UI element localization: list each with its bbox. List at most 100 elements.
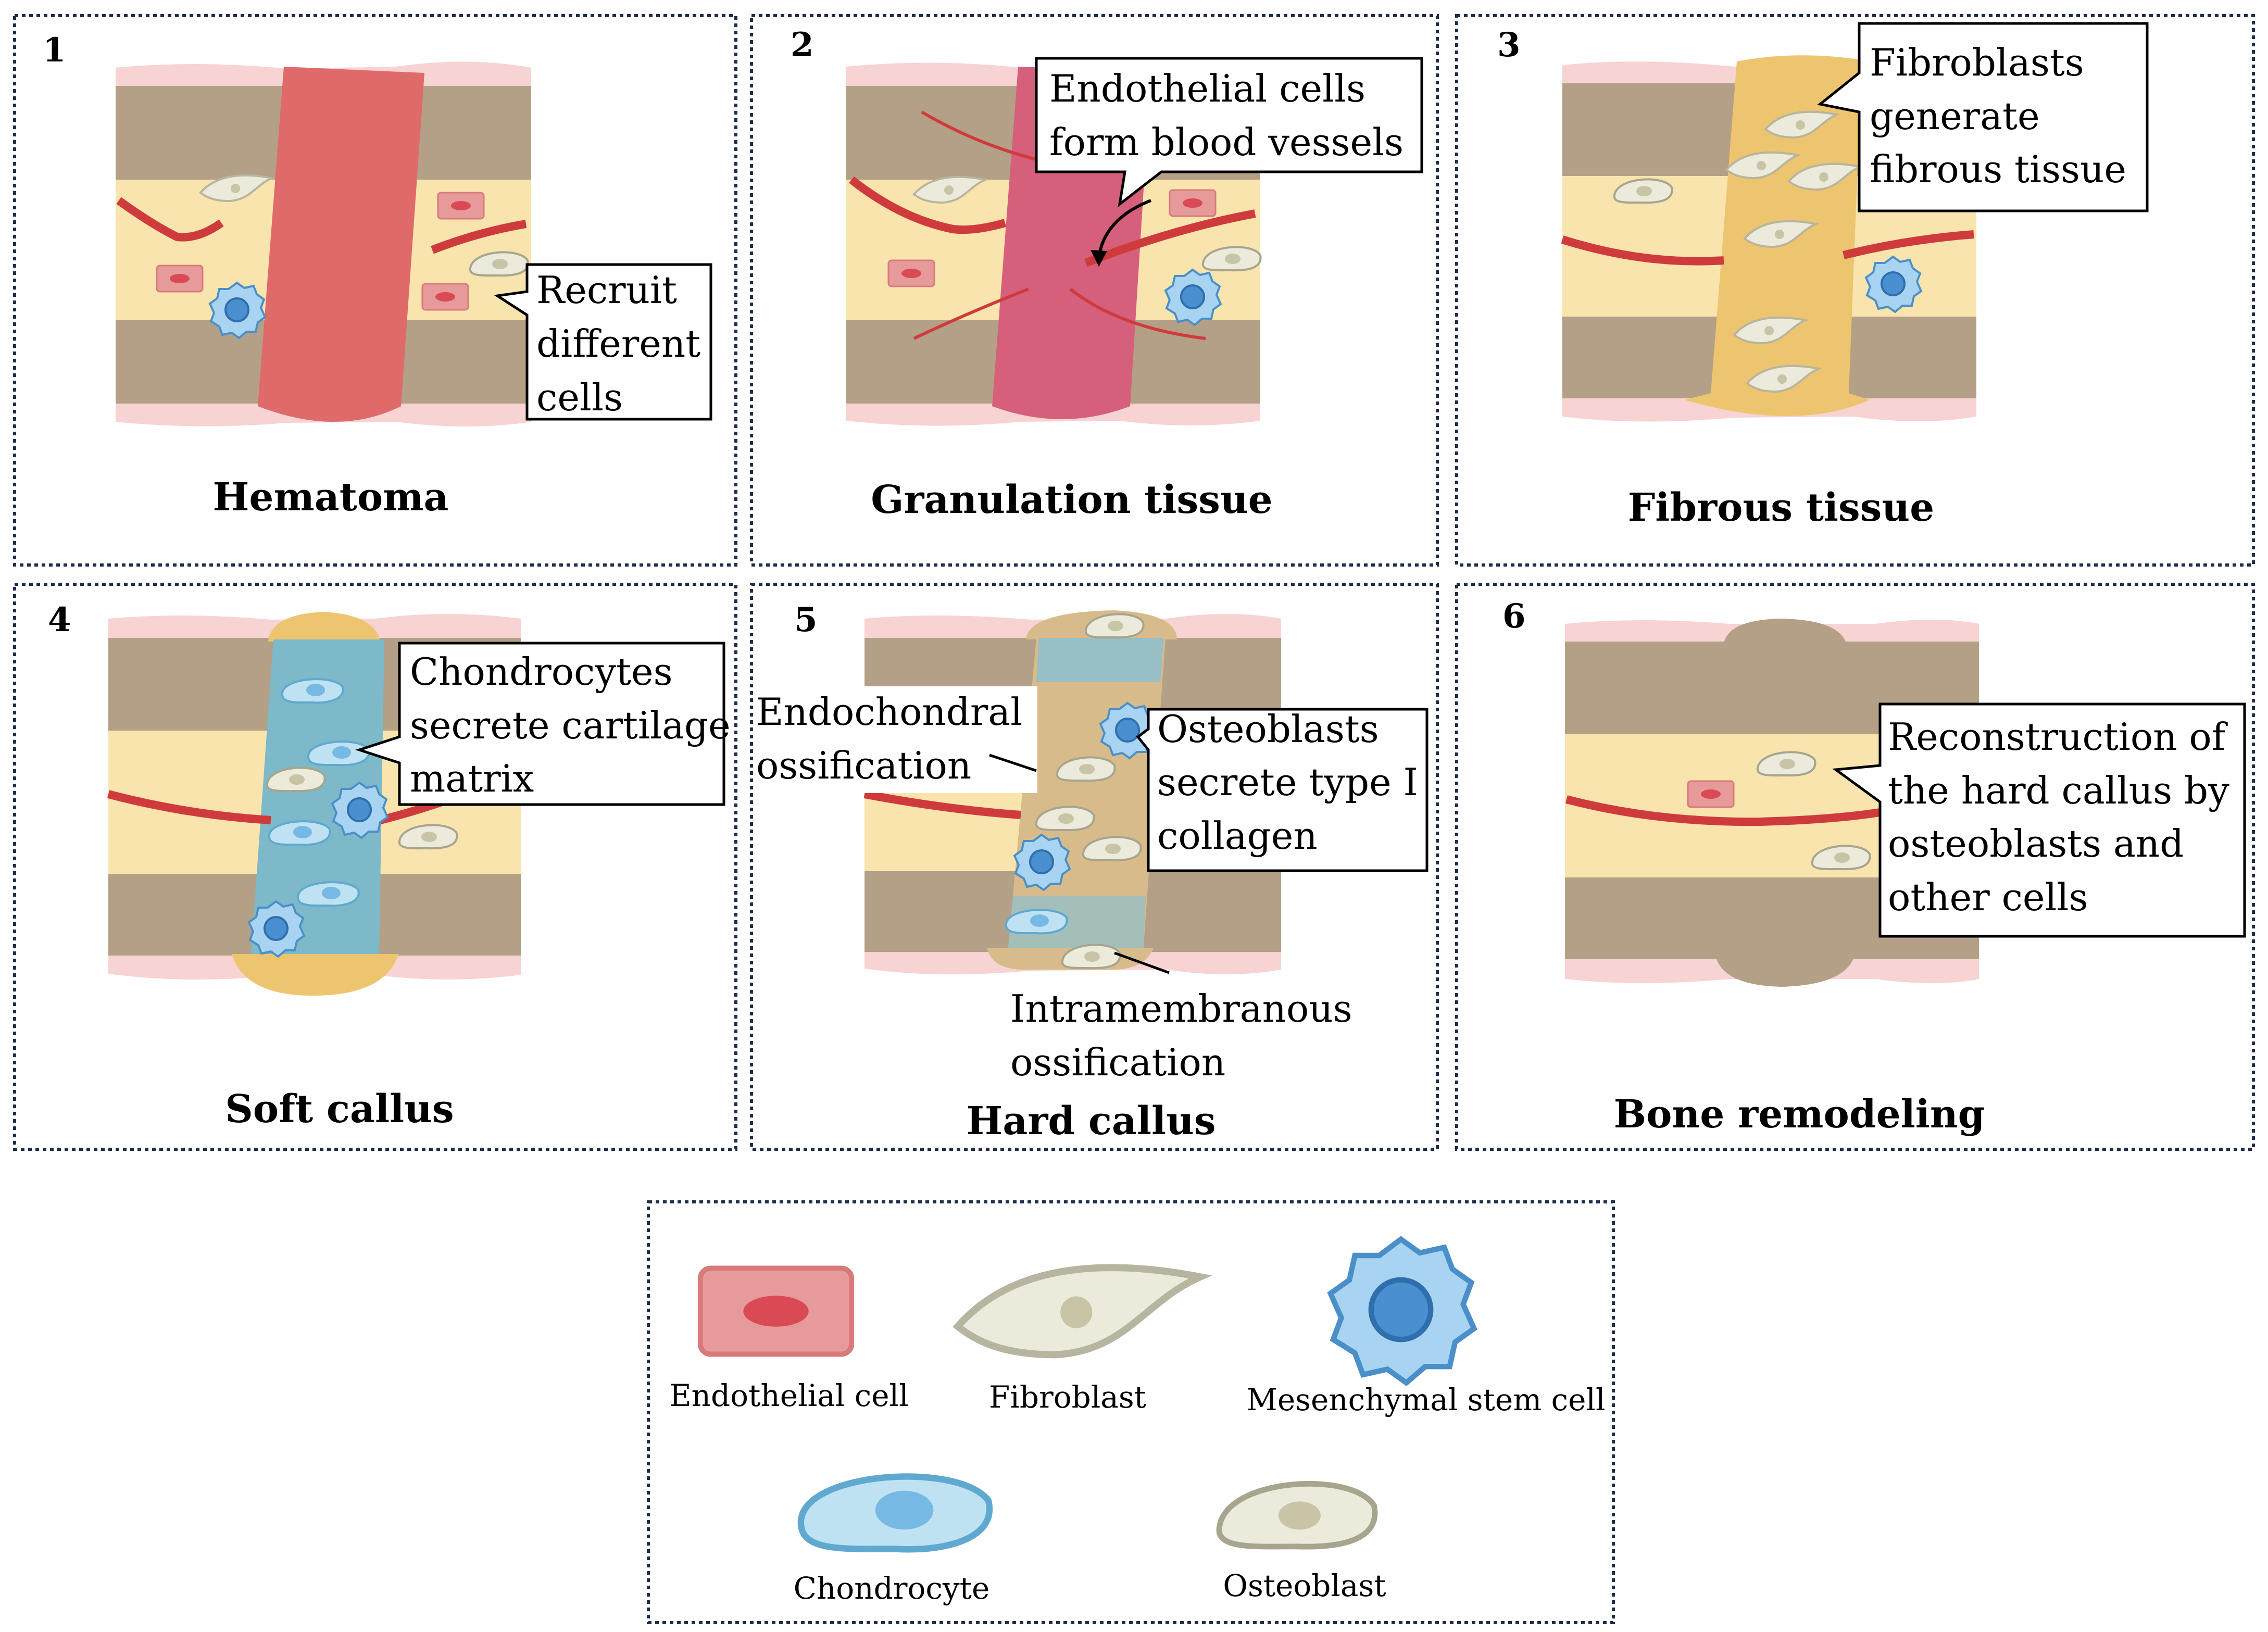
legend-label: Fibroblast xyxy=(989,1379,1146,1415)
blood-vessel xyxy=(1843,230,1974,259)
cartilage-callus xyxy=(251,639,384,954)
panel-title: Granulation tissue xyxy=(871,478,1273,522)
panel-hard-callus: 5 Osteoblasts secrete type I collagen En… xyxy=(750,583,1439,1151)
callout-line: Endothelial cells xyxy=(1049,67,1365,110)
panel-frame xyxy=(13,583,737,1151)
legend-label: Endothelial cell xyxy=(669,1378,908,1413)
arrow-head-icon xyxy=(1091,250,1107,267)
cartilage-remnant xyxy=(1036,638,1164,682)
callout-box xyxy=(1035,57,1423,207)
intramembranous-label: ossification xyxy=(1010,1040,1225,1084)
legend-label: Mesenchymal stem cell xyxy=(1246,1382,1605,1417)
callout-line: form blood vessels xyxy=(1049,120,1404,164)
callout-line: collagen xyxy=(1157,814,1318,858)
panel-hematoma: 1 Recruit different cells Hematoma xyxy=(13,14,737,567)
fibroblast-icon xyxy=(958,1267,1200,1354)
leader-line xyxy=(989,754,1037,772)
panel-bone-remodeling: 6 Reconstruction of the hard callus by o… xyxy=(1455,583,2255,1151)
panel-number: 4 xyxy=(48,600,71,639)
endothelial-cell xyxy=(421,283,469,311)
callout-box xyxy=(1832,702,2246,938)
panel-soft-callus: 4 Chondrocytes secrete cartilage matrix … xyxy=(13,583,737,1151)
mesenchymal-stem-cell-icon xyxy=(1331,1239,1474,1383)
periosteal-callus-top xyxy=(268,612,380,642)
periosteal-callus-bottom xyxy=(232,954,398,996)
blood-vessel xyxy=(116,197,224,242)
callout-line: Recruit xyxy=(536,268,677,312)
endothelial-cell xyxy=(156,265,204,293)
callout-line: the hard callus by xyxy=(1888,769,2229,812)
remodeled-callus-top xyxy=(1724,619,1846,643)
panel-frame xyxy=(1455,14,2255,567)
legend-frame xyxy=(647,1200,1615,1624)
panel-number: 1 xyxy=(43,31,66,70)
legend-label: Osteoblast xyxy=(1223,1568,1386,1603)
new-blood-vessel xyxy=(921,110,1045,163)
endothelial-cell xyxy=(887,259,935,287)
osteoblast-icon xyxy=(1219,1484,1375,1547)
chondrocyte-cell xyxy=(281,678,344,704)
chondrocyte-cell xyxy=(268,820,331,846)
leader-line xyxy=(1114,951,1170,974)
blood-vessel xyxy=(431,220,527,254)
panel-number: 3 xyxy=(1497,26,1521,65)
panel-title: Hard callus xyxy=(966,1099,1216,1144)
panel-frame xyxy=(750,583,1439,1151)
hematoma xyxy=(258,67,424,422)
endochondral-label: ossification xyxy=(756,744,971,787)
blood-vessel xyxy=(1565,795,1881,826)
endothelial-cell xyxy=(437,192,485,220)
panel-title: Fibrous tissue xyxy=(1628,485,1934,530)
callout-line: matrix xyxy=(410,757,534,800)
callout-line: generate xyxy=(1870,94,2040,138)
chondrocyte-cell xyxy=(296,881,360,907)
chondrocyte-cell xyxy=(1005,909,1068,935)
callout-line: different xyxy=(536,322,700,366)
callout-line: Reconstruction of xyxy=(1888,715,2228,759)
label-background xyxy=(756,686,1037,793)
callout-box xyxy=(1136,708,1429,872)
chondrocyte-icon xyxy=(801,1476,989,1549)
panel-frame xyxy=(1455,583,2255,1151)
new-blood-vessel xyxy=(1069,287,1206,340)
panel-fibrous-tissue: 3 Fibroblasts generate fibrous tissue Fi… xyxy=(1455,14,2255,567)
panel-title: Bone remodeling xyxy=(1614,1092,1985,1137)
callout-line: cells xyxy=(536,375,623,419)
callout-line: Chondrocytes xyxy=(410,650,673,694)
callout-line: Osteoblasts xyxy=(1157,707,1379,751)
callout-line: other cells xyxy=(1888,875,2088,919)
new-blood-vessel xyxy=(913,287,1030,340)
legend-label: Chondrocyte xyxy=(794,1571,990,1606)
blood-vessel xyxy=(1561,235,1724,266)
chondrocyte-cell xyxy=(307,740,370,767)
callout-box xyxy=(355,642,725,806)
panel-number: 6 xyxy=(1502,597,1526,636)
panel-frame xyxy=(13,14,737,567)
callout-arrow xyxy=(1097,199,1152,258)
endothelial-cell xyxy=(1169,189,1217,217)
callout-line: fibrous tissue xyxy=(1870,147,2126,191)
callout-line: secrete type I xyxy=(1157,760,1418,804)
blood-vessel xyxy=(1084,209,1256,267)
panel-title: Soft callus xyxy=(225,1087,454,1132)
legend: Endothelial cell Fibroblast Mesenchymal … xyxy=(647,1200,1615,1624)
callout-line: secrete cartilage xyxy=(410,704,731,747)
callout-line: osteoblasts and xyxy=(1888,822,2184,865)
callout-box xyxy=(494,263,712,421)
blood-vessel xyxy=(849,176,1007,234)
blood-vessel xyxy=(107,790,271,824)
endothelial-cell-icon xyxy=(700,1269,851,1354)
callout-line: Fibroblasts xyxy=(1870,41,2084,84)
panel-frame xyxy=(750,14,1439,567)
intramembranous-label: Intramembranous xyxy=(1010,987,1352,1031)
panel-number: 2 xyxy=(791,26,814,65)
remodeled-callus-bottom xyxy=(1716,957,1854,987)
panel-number: 5 xyxy=(794,600,818,639)
panel-title: Hematoma xyxy=(212,475,448,520)
endothelial-cell xyxy=(1687,780,1735,808)
panel-granulation-tissue: 2 Endothelial cells form blood vessels G… xyxy=(750,14,1439,567)
endochondral-label: Endochondral xyxy=(756,690,1022,734)
blood-vessel xyxy=(863,790,1021,819)
callout-box xyxy=(1817,22,2149,212)
